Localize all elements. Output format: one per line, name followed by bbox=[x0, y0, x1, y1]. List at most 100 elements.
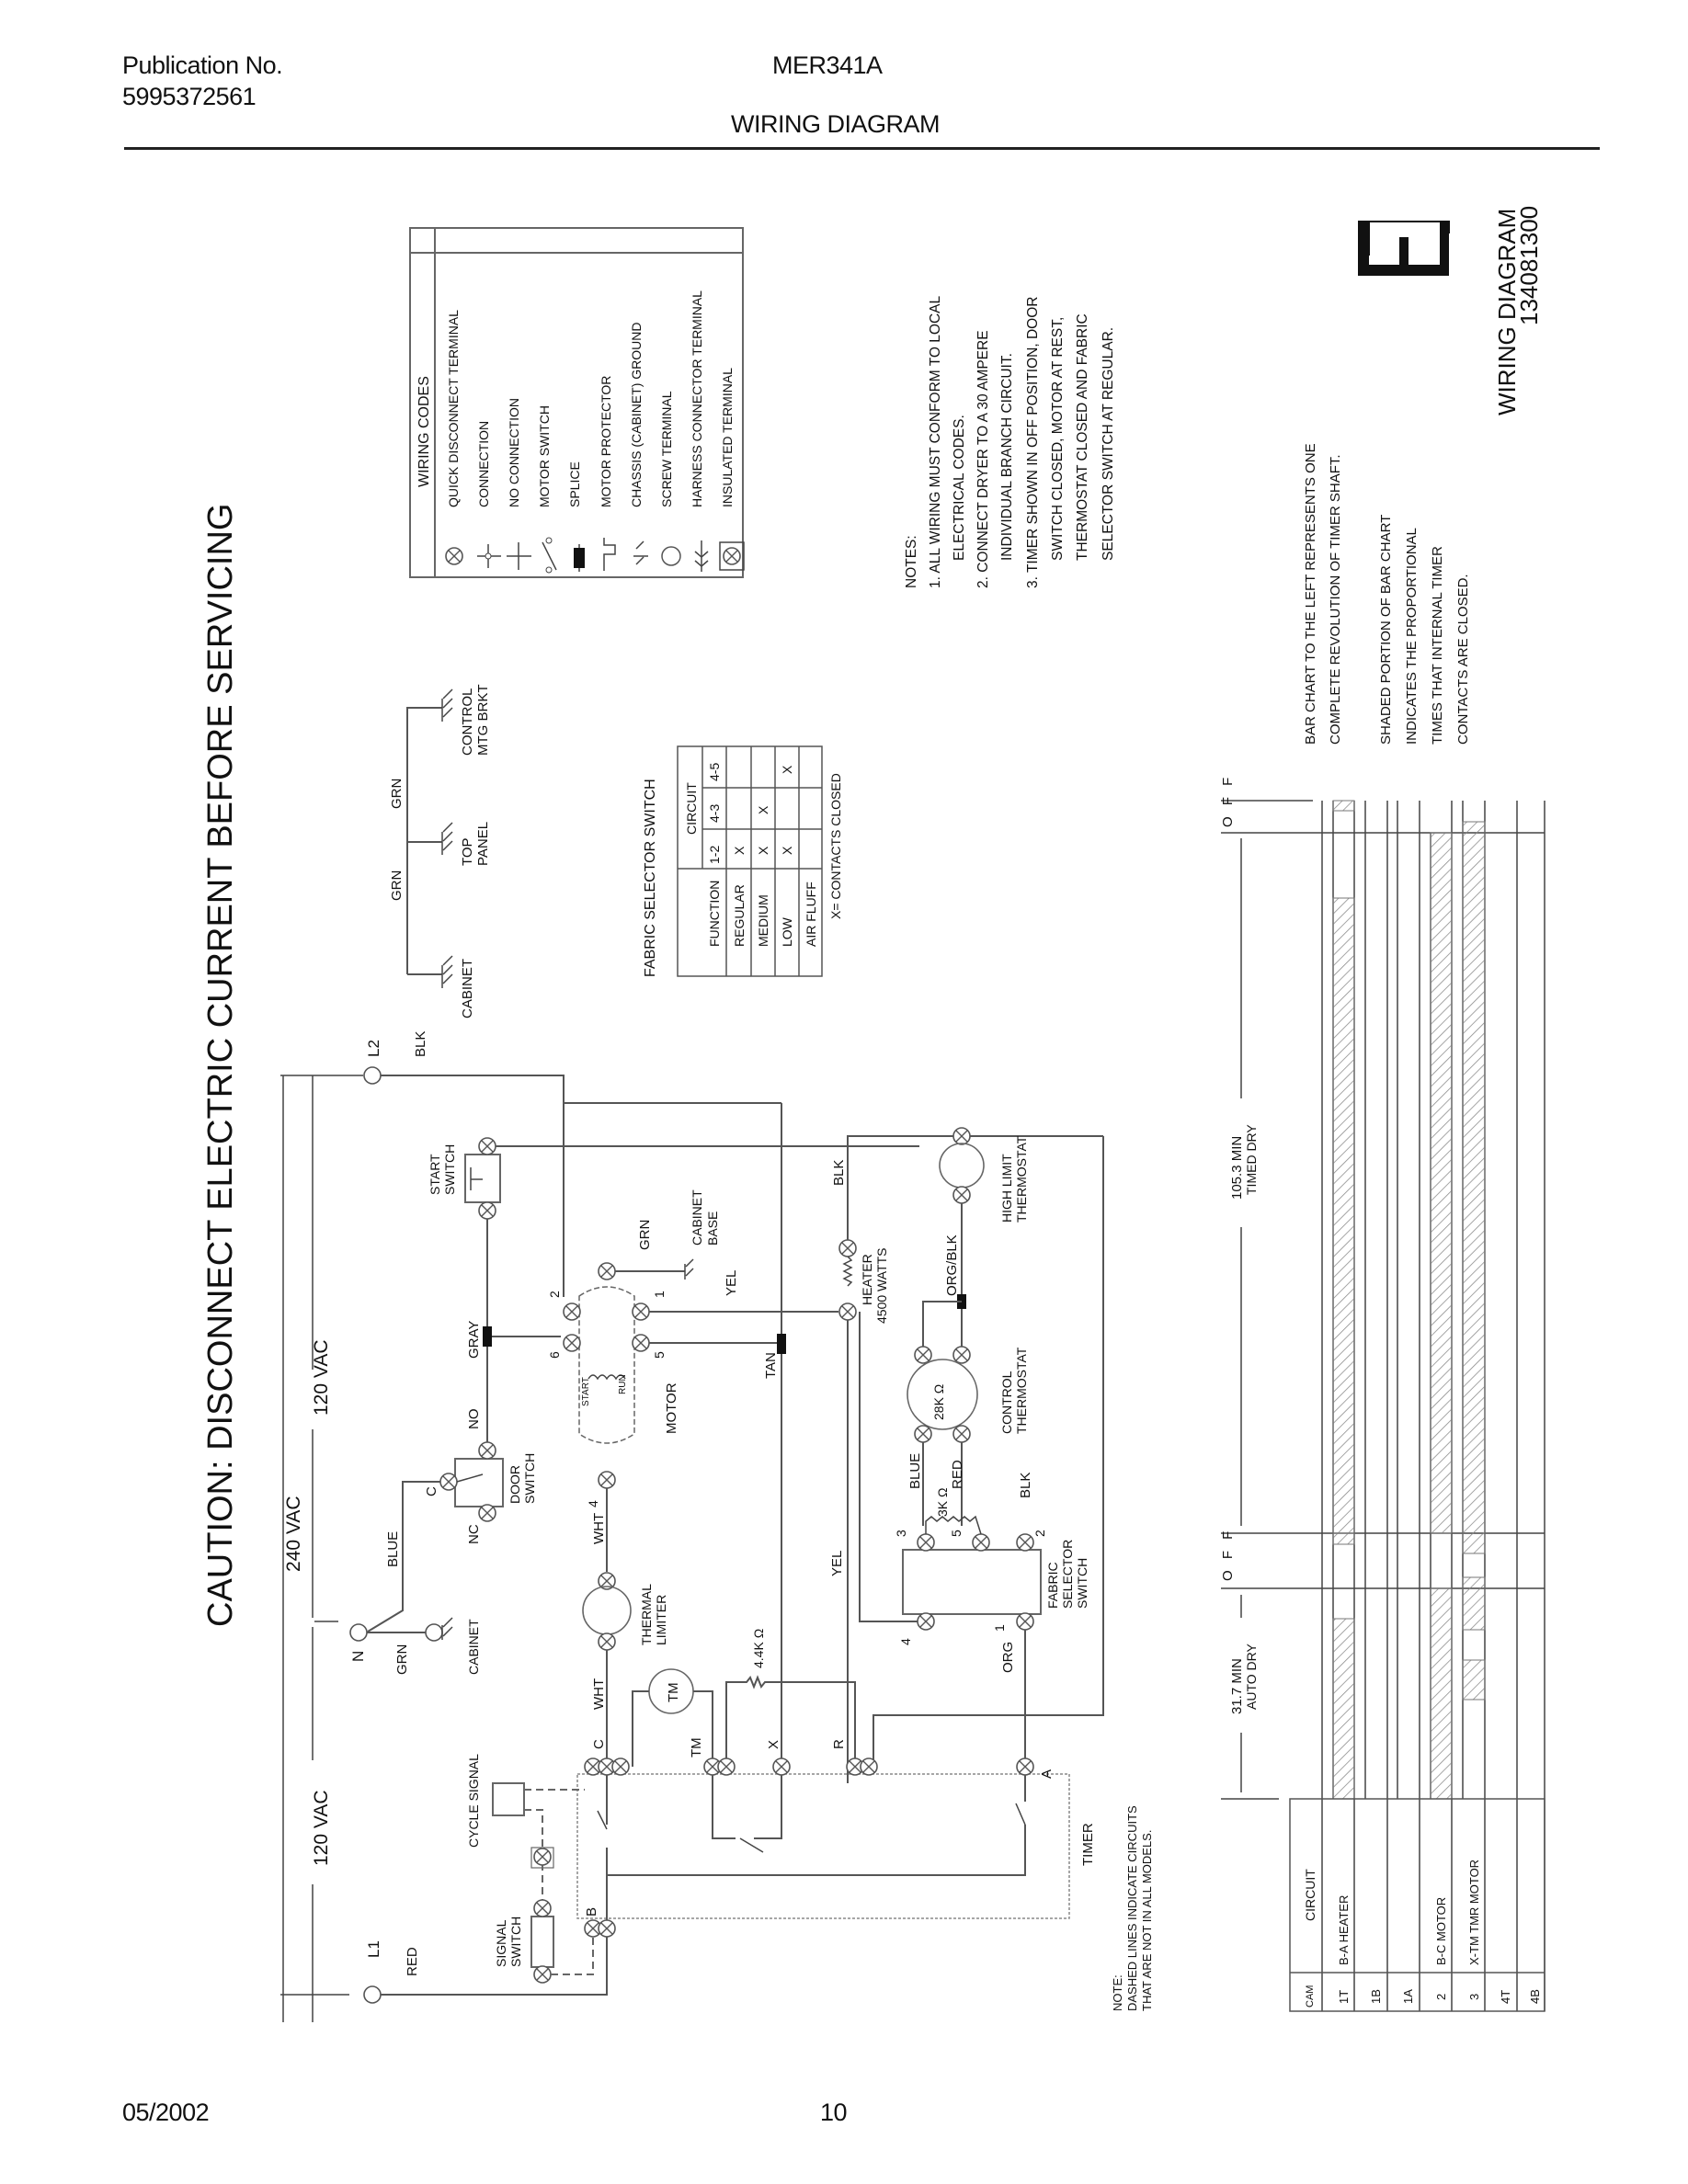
svg-text:CABINET: CABINET bbox=[466, 1619, 481, 1675]
svg-text:4-5: 4-5 bbox=[707, 763, 722, 781]
control-bracket-label: CONTROL bbox=[460, 688, 475, 756]
svg-text:START: START bbox=[428, 1154, 442, 1195]
notes-block: NOTES: 1. ALL WIRING MUST CONFORM TO LOC… bbox=[904, 296, 1116, 588]
bar-chart-notes: BAR CHART TO THE LEFT REPRESENTS ONE COM… bbox=[1303, 443, 1471, 745]
code-label: MOTOR PROTECTOR bbox=[599, 376, 613, 507]
svg-text:CIRCUIT: CIRCUIT bbox=[1303, 1869, 1317, 1921]
svg-text:BLK: BLK bbox=[1018, 1473, 1033, 1498]
svg-text:THERMOSTAT: THERMOSTAT bbox=[1014, 1347, 1029, 1434]
code-label: CONNECTION bbox=[476, 421, 491, 507]
splice-icon bbox=[574, 544, 585, 572]
svg-text:WHT: WHT bbox=[591, 1678, 607, 1710]
cabinet-ground-label: CABINET bbox=[460, 959, 475, 1018]
svg-text:2: 2 bbox=[1434, 1994, 1448, 2000]
svg-text:GRN: GRN bbox=[637, 1220, 653, 1250]
svg-text:CONTACTS ARE CLOSED.: CONTACTS ARE CLOSED. bbox=[1455, 574, 1471, 745]
svg-text:N: N bbox=[349, 1651, 367, 1662]
motor-protector-icon bbox=[603, 538, 616, 571]
svg-text:B: B bbox=[584, 1907, 599, 1917]
svg-text:4B: 4B bbox=[1528, 1989, 1542, 2004]
svg-text:TIMER: TIMER bbox=[1080, 1823, 1096, 1866]
svg-text:LOW: LOW bbox=[780, 916, 794, 947]
svg-text:TIMES THAT INTERNAL TIMER: TIMES THAT INTERNAL TIMER bbox=[1430, 546, 1445, 745]
svg-text:ORG: ORG bbox=[1000, 1642, 1016, 1673]
svg-text:NC: NC bbox=[466, 1524, 482, 1544]
code-label: QUICK DISCONNECT TERMINAL bbox=[446, 310, 461, 507]
note-line: SWITCH CLOSED, MOTOR AT REST, bbox=[1050, 317, 1066, 561]
footer-page-number: 10 bbox=[820, 2099, 848, 2126]
svg-text:105.3 MIN: 105.3 MIN bbox=[1229, 1136, 1245, 1200]
svg-text:L1: L1 bbox=[365, 1940, 382, 1958]
svg-text:WHT: WHT bbox=[591, 1513, 607, 1544]
svg-text:TM: TM bbox=[666, 1682, 681, 1702]
grn-label: GRN bbox=[389, 870, 405, 901]
svg-text:THAT ARE NOT IN ALL MODELS.: THAT ARE NOT IN ALL MODELS. bbox=[1140, 1830, 1154, 2011]
svg-text:HIGH LIMIT: HIGH LIMIT bbox=[999, 1154, 1014, 1223]
svg-text:X: X bbox=[780, 765, 794, 774]
svg-text:RUN: RUN bbox=[618, 1374, 628, 1394]
screw-terminal-icon bbox=[661, 546, 681, 566]
svg-text:B-A HEATER: B-A HEATER bbox=[1337, 1895, 1351, 1965]
header-rule bbox=[124, 147, 1600, 150]
wiring-codes-legend: WIRING CODES QUICK DISCONNECT TERMINAL C… bbox=[409, 227, 745, 578]
svg-text:FABRIC: FABRIC bbox=[1045, 1562, 1060, 1609]
no-connection-icon bbox=[507, 542, 531, 570]
publication-number: 5995372561 bbox=[122, 83, 257, 110]
svg-text:4500 WATTS: 4500 WATTS bbox=[874, 1248, 889, 1324]
svg-text:BASE: BASE bbox=[705, 1211, 720, 1246]
top-panel-label: PANEL bbox=[475, 822, 491, 866]
heater-circuit: BLK HEATER 4500 WATTS HIGH LIMIT THERMOS… bbox=[831, 1127, 1104, 1783]
svg-text:CYCLE SIGNAL: CYCLE SIGNAL bbox=[466, 1754, 481, 1848]
svg-text:ORG/BLK: ORG/BLK bbox=[944, 1234, 960, 1296]
connection-icon bbox=[477, 544, 501, 568]
svg-text:C: C bbox=[424, 1486, 439, 1496]
svg-text:2: 2 bbox=[547, 1291, 562, 1298]
svg-text:X: X bbox=[766, 1740, 781, 1749]
fabric-table-legend: X= CONTACTS CLOSED bbox=[828, 773, 843, 919]
svg-text:5: 5 bbox=[949, 1530, 964, 1537]
svg-text:R: R bbox=[831, 1739, 847, 1749]
svg-text:L2: L2 bbox=[365, 1040, 382, 1057]
svg-text:CONTROL: CONTROL bbox=[999, 1371, 1014, 1434]
svg-text:HEATER: HEATER bbox=[860, 1254, 874, 1305]
svg-text:C: C bbox=[591, 1739, 607, 1749]
svg-text:AIR FLUFF: AIR FLUFF bbox=[804, 882, 818, 947]
svg-text:1T: 1T bbox=[1337, 1990, 1351, 2004]
e-logo-shape bbox=[1358, 221, 1449, 276]
svg-text:SHADED PORTION OF BAR CHART: SHADED PORTION OF BAR CHART bbox=[1378, 515, 1394, 745]
thermal-limiter: WHT THERMAL LIMITER WHT bbox=[582, 1488, 668, 1767]
svg-text:THERMAL: THERMAL bbox=[639, 1584, 654, 1645]
svg-text:GRAY: GRAY bbox=[466, 1321, 482, 1359]
note-line: 2. CONNECT DRYER TO A 30 AMPERE bbox=[975, 330, 991, 588]
svg-text:LIMITER: LIMITER bbox=[654, 1595, 668, 1645]
timer: C X R A B TIMER bbox=[381, 1739, 1096, 1996]
svg-text:NO: NO bbox=[466, 1409, 482, 1430]
control-bracket-label: MTG BRKT bbox=[475, 685, 491, 756]
svg-text:NOTE:: NOTE: bbox=[1111, 1974, 1124, 2011]
cam-chart: 105.3 MIN TIMED DRY 31.7 MIN AUTO DRY O … bbox=[1220, 774, 1545, 2012]
code-label: HARNESS CONNECTOR TERMINAL bbox=[690, 290, 704, 507]
svg-text:SWITCH: SWITCH bbox=[522, 1453, 537, 1504]
note-line: 1. ALL WIRING MUST CONFORM TO LOCAL bbox=[928, 296, 943, 588]
motor: START RUN MOTOR 2 6 1 5 4 GRN CABINET BA… bbox=[547, 1102, 838, 1783]
motor-switch-icon bbox=[542, 537, 557, 574]
svg-text:O F F: O F F bbox=[1220, 1528, 1236, 1581]
svg-text:SIGNAL: SIGNAL bbox=[494, 1919, 508, 1967]
svg-text:BLUE: BLUE bbox=[907, 1453, 923, 1489]
svg-text:INDICATES THE PROPORTIONAL: INDICATES THE PROPORTIONAL bbox=[1404, 528, 1420, 745]
svg-text:B-C MOTOR: B-C MOTOR bbox=[1434, 1897, 1448, 1965]
start-switch: START SWITCH GRAY bbox=[428, 1137, 919, 1452]
top-panel-label: TOP bbox=[460, 837, 475, 866]
svg-text:SWITCH: SWITCH bbox=[442, 1144, 457, 1195]
svg-text:CIRCUIT: CIRCUIT bbox=[684, 782, 699, 835]
svg-text:1B: 1B bbox=[1369, 1989, 1383, 2004]
chassis-ground-icon bbox=[633, 540, 648, 565]
svg-text:1: 1 bbox=[652, 1291, 667, 1298]
svg-text:YEL: YEL bbox=[829, 1551, 845, 1576]
dashed-lines-note: NOTE: DASHED LINES INDICATE CIRCUITS THA… bbox=[1111, 1805, 1154, 2011]
svg-text:X: X bbox=[780, 846, 794, 855]
model-number: MER341A bbox=[772, 51, 883, 79]
cycle-signal: CYCLE SIGNAL SIGNAL SWITCH bbox=[466, 1754, 594, 1984]
svg-text:28K Ω: 28K Ω bbox=[931, 1384, 946, 1420]
